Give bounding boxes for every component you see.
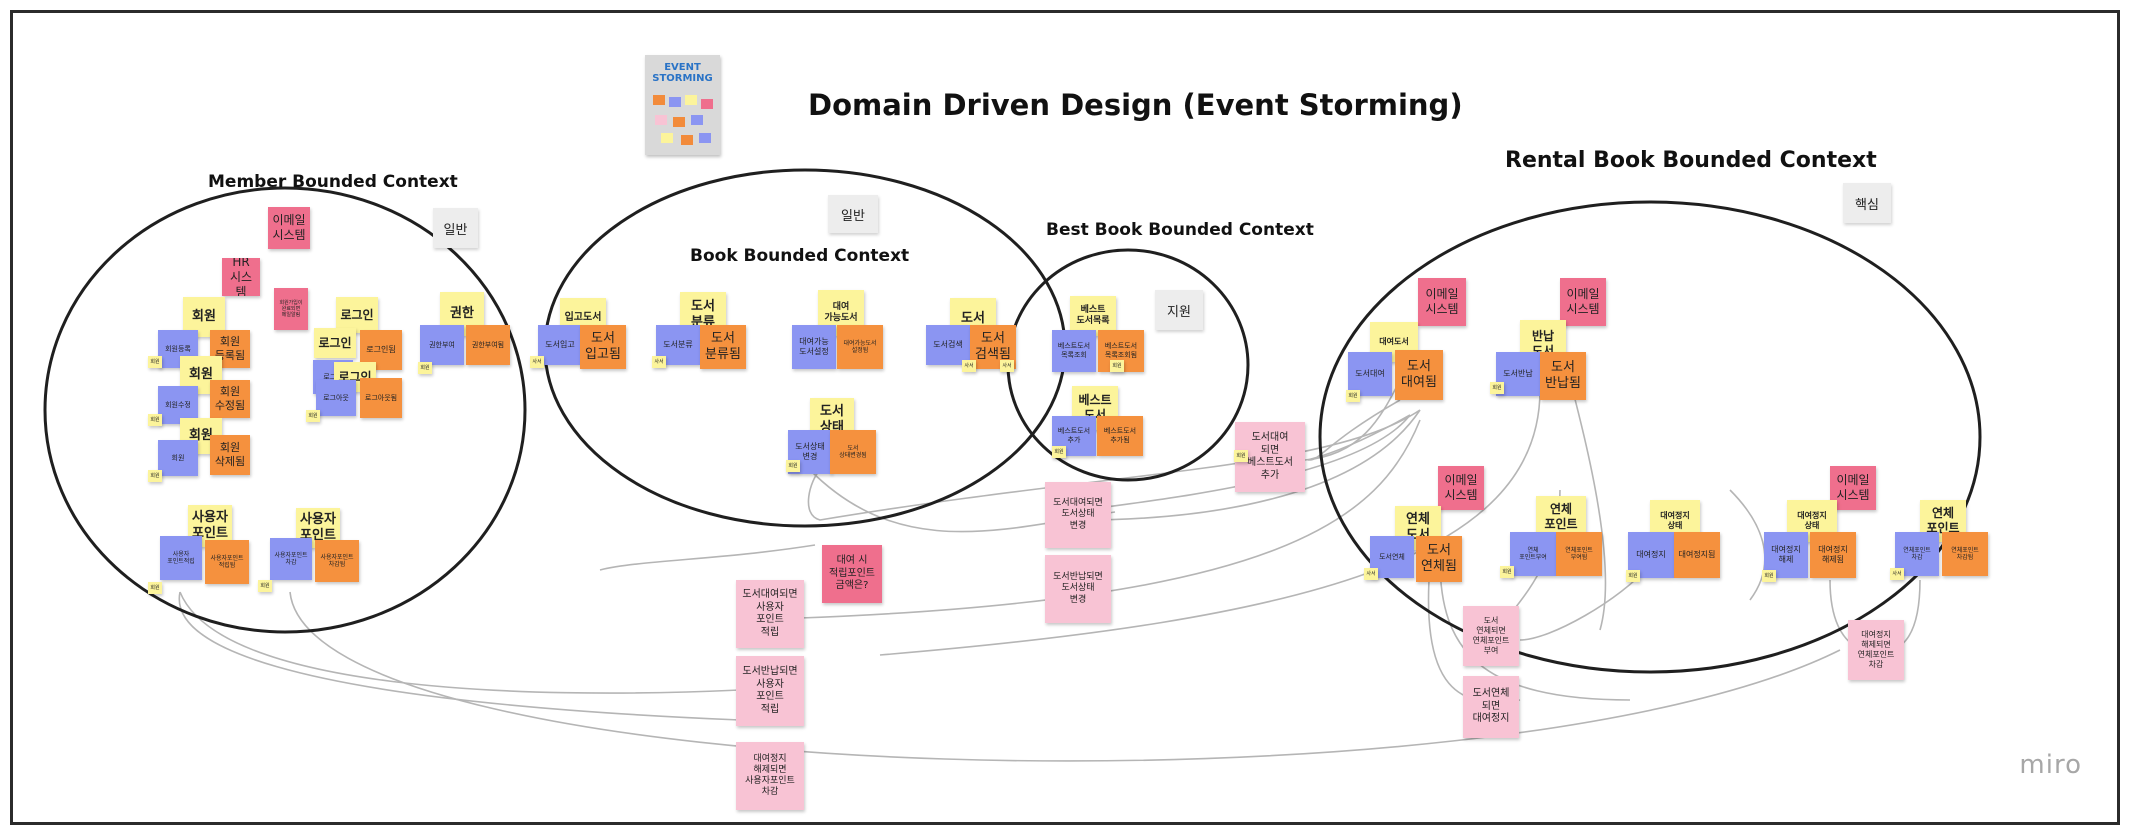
- event-sticky[interactable]: 사용자포인트 적립됨: [205, 540, 249, 584]
- command-sticky[interactable]: 사용자 포인트적립: [160, 536, 202, 580]
- policy-sticky[interactable]: 도서대여되면 사용자 포인트 적립: [736, 580, 804, 648]
- command-sticky[interactable]: 로그아웃: [316, 380, 356, 416]
- external-sticky[interactable]: 이메일 시스템: [1830, 466, 1876, 510]
- aggregate-sticky[interactable]: 베스트 도서목록: [1070, 296, 1116, 336]
- command-sticky[interactable]: 도서검색: [926, 325, 970, 365]
- command-sticky[interactable]: 연체 포인트부여: [1510, 532, 1556, 576]
- context-type-tag: 지원: [1155, 290, 1203, 330]
- connector: [1564, 359, 1607, 631]
- command-sticky[interactable]: 권한부여: [420, 325, 464, 365]
- actor-sticky[interactable]: 사서: [1000, 360, 1014, 372]
- actor-sticky[interactable]: 사서: [1364, 568, 1378, 580]
- command-sticky[interactable]: 도서입고: [538, 325, 582, 365]
- external-sticky[interactable]: 대여 시 적립포인트 금액은?: [822, 545, 882, 603]
- context-label-rental: Rental Book Bounded Context: [1505, 148, 1877, 173]
- event-sticky[interactable]: 대여정지됨: [1674, 532, 1720, 578]
- event-sticky[interactable]: 권한부여됨: [466, 325, 510, 365]
- policy-sticky[interactable]: 도서대여되면 도서상태 변경: [1045, 482, 1111, 548]
- policy-sticky[interactable]: 도서 연체되면 연체포인트 부여: [1463, 606, 1519, 666]
- actor-sticky[interactable]: 회원: [148, 414, 162, 426]
- actor-sticky[interactable]: 회원: [1626, 570, 1640, 582]
- command-sticky[interactable]: 회원: [158, 440, 198, 476]
- context-type-tag: 핵심: [1843, 183, 1891, 223]
- aggregate-sticky[interactable]: 로그인: [336, 297, 378, 333]
- actor-sticky[interactable]: 회원: [258, 580, 272, 592]
- actor-sticky[interactable]: 회원: [1762, 570, 1776, 582]
- member-context-boundary: [43, 186, 527, 634]
- external-sticky[interactable]: 이메일 시스템: [1560, 278, 1606, 326]
- connector: [179, 591, 741, 694]
- external-sticky[interactable]: 이메일 시스템: [268, 207, 310, 249]
- event-sticky[interactable]: 도서 입고됨: [580, 325, 626, 369]
- thumbnail-title: EVENT STORMING: [652, 62, 713, 84]
- actor-sticky[interactable]: 회원: [306, 410, 320, 422]
- event-sticky[interactable]: 회원 수정됨: [210, 380, 250, 418]
- event-sticky[interactable]: 대여정지 해제됨: [1810, 532, 1856, 578]
- policy-sticky[interactable]: 대여정지 해제되면 연체포인트 차감: [1848, 620, 1904, 680]
- event-sticky[interactable]: 도서 대여됨: [1395, 350, 1443, 400]
- event-sticky[interactable]: 도서 연체됨: [1416, 536, 1462, 582]
- rental-context-boundary: [1318, 200, 1982, 674]
- connector: [879, 389, 1541, 656]
- actor-sticky[interactable]: 회원: [148, 470, 162, 482]
- external-sticky[interactable]: 이메일 시스템: [1418, 278, 1466, 326]
- event-sticky[interactable]: 회원 등록됨: [210, 330, 250, 368]
- actor-sticky[interactable]: 사서: [530, 356, 544, 368]
- policy-sticky[interactable]: 대여정지 해제되면 사용자포인트 차감: [736, 742, 804, 810]
- external-sticky[interactable]: 이메일 시스템: [1438, 466, 1484, 510]
- event-sticky[interactable]: 연체포인트 차감됨: [1942, 532, 1988, 576]
- actor-sticky[interactable]: 회원: [1490, 382, 1504, 394]
- aggregate-sticky[interactable]: 로그인: [314, 328, 356, 358]
- connector: [799, 419, 1421, 619]
- connector: [1729, 489, 1766, 601]
- context-label-best-book: Best Book Bounded Context: [1046, 220, 1314, 240]
- command-sticky[interactable]: 사용자포인트 차감: [270, 538, 312, 580]
- connector: [289, 591, 1841, 762]
- event-sticky[interactable]: 도서 반납됨: [1540, 352, 1586, 400]
- connector: [1079, 409, 1421, 521]
- command-sticky[interactable]: 회원수정: [158, 386, 198, 424]
- context-type-tag: 일반: [828, 195, 878, 233]
- connector: [1309, 399, 1401, 461]
- context-type-tag: 일반: [433, 208, 478, 248]
- policy-sticky[interactable]: 도서반납되면 도서상태 변경: [1045, 555, 1111, 623]
- actor-sticky[interactable]: 회원: [1234, 450, 1248, 462]
- event-sticky[interactable]: 도서 상태변경됨: [830, 430, 876, 474]
- event-sticky[interactable]: 사용자포인트 차감됨: [315, 540, 359, 582]
- connector: [599, 544, 816, 571]
- external-sticky[interactable]: 회원가입이 완료되면 메일알림: [274, 288, 308, 330]
- actor-sticky[interactable]: 사서: [1890, 568, 1904, 580]
- event-sticky[interactable]: 대여가능도서 설정됨: [837, 325, 883, 369]
- command-sticky[interactable]: 도서대여: [1348, 352, 1392, 396]
- board-title: Domain Driven Design (Event Storming): [808, 88, 1463, 122]
- command-sticky[interactable]: 대여가능 도서설정: [792, 325, 836, 369]
- aggregate-sticky[interactable]: 연체 포인트: [1536, 496, 1586, 538]
- actor-sticky[interactable]: 회원: [1346, 390, 1360, 402]
- external-sticky[interactable]: HR 시스템: [222, 258, 260, 296]
- context-label-book: Book Bounded Context: [690, 246, 910, 266]
- actor-sticky[interactable]: 회원: [786, 460, 800, 472]
- policy-sticky[interactable]: 도서연체 되면 대여정지: [1463, 676, 1519, 738]
- actor-sticky[interactable]: 회원: [148, 582, 162, 594]
- actor-sticky[interactable]: 회원: [1500, 566, 1514, 578]
- actor-sticky[interactable]: 회원: [148, 356, 162, 368]
- miro-logo: miro: [2019, 750, 2082, 780]
- connector: [178, 591, 741, 721]
- actor-sticky[interactable]: 회원: [1110, 360, 1124, 372]
- command-sticky[interactable]: 베스트도서 목록조회: [1052, 330, 1096, 372]
- actor-sticky[interactable]: 회원: [1052, 446, 1066, 458]
- actor-sticky[interactable]: 사서: [652, 356, 666, 368]
- event-sticky[interactable]: 로그아웃됨: [360, 378, 402, 418]
- event-sticky[interactable]: 베스트도서 추가됨: [1097, 416, 1143, 456]
- event-storming-thumbnail: EVENT STORMING: [645, 55, 720, 155]
- policy-sticky[interactable]: 도서반납되면 사용자 포인트 적립: [736, 656, 804, 726]
- event-sticky[interactable]: 연체포인트 부여됨: [1556, 532, 1602, 576]
- context-label-member: Member Bounded Context: [208, 172, 458, 192]
- actor-sticky[interactable]: 회원: [418, 362, 432, 374]
- actor-sticky[interactable]: 사서: [962, 360, 976, 372]
- event-sticky[interactable]: 회원 삭제됨: [210, 435, 250, 475]
- event-sticky[interactable]: 도서 분류됨: [700, 325, 746, 369]
